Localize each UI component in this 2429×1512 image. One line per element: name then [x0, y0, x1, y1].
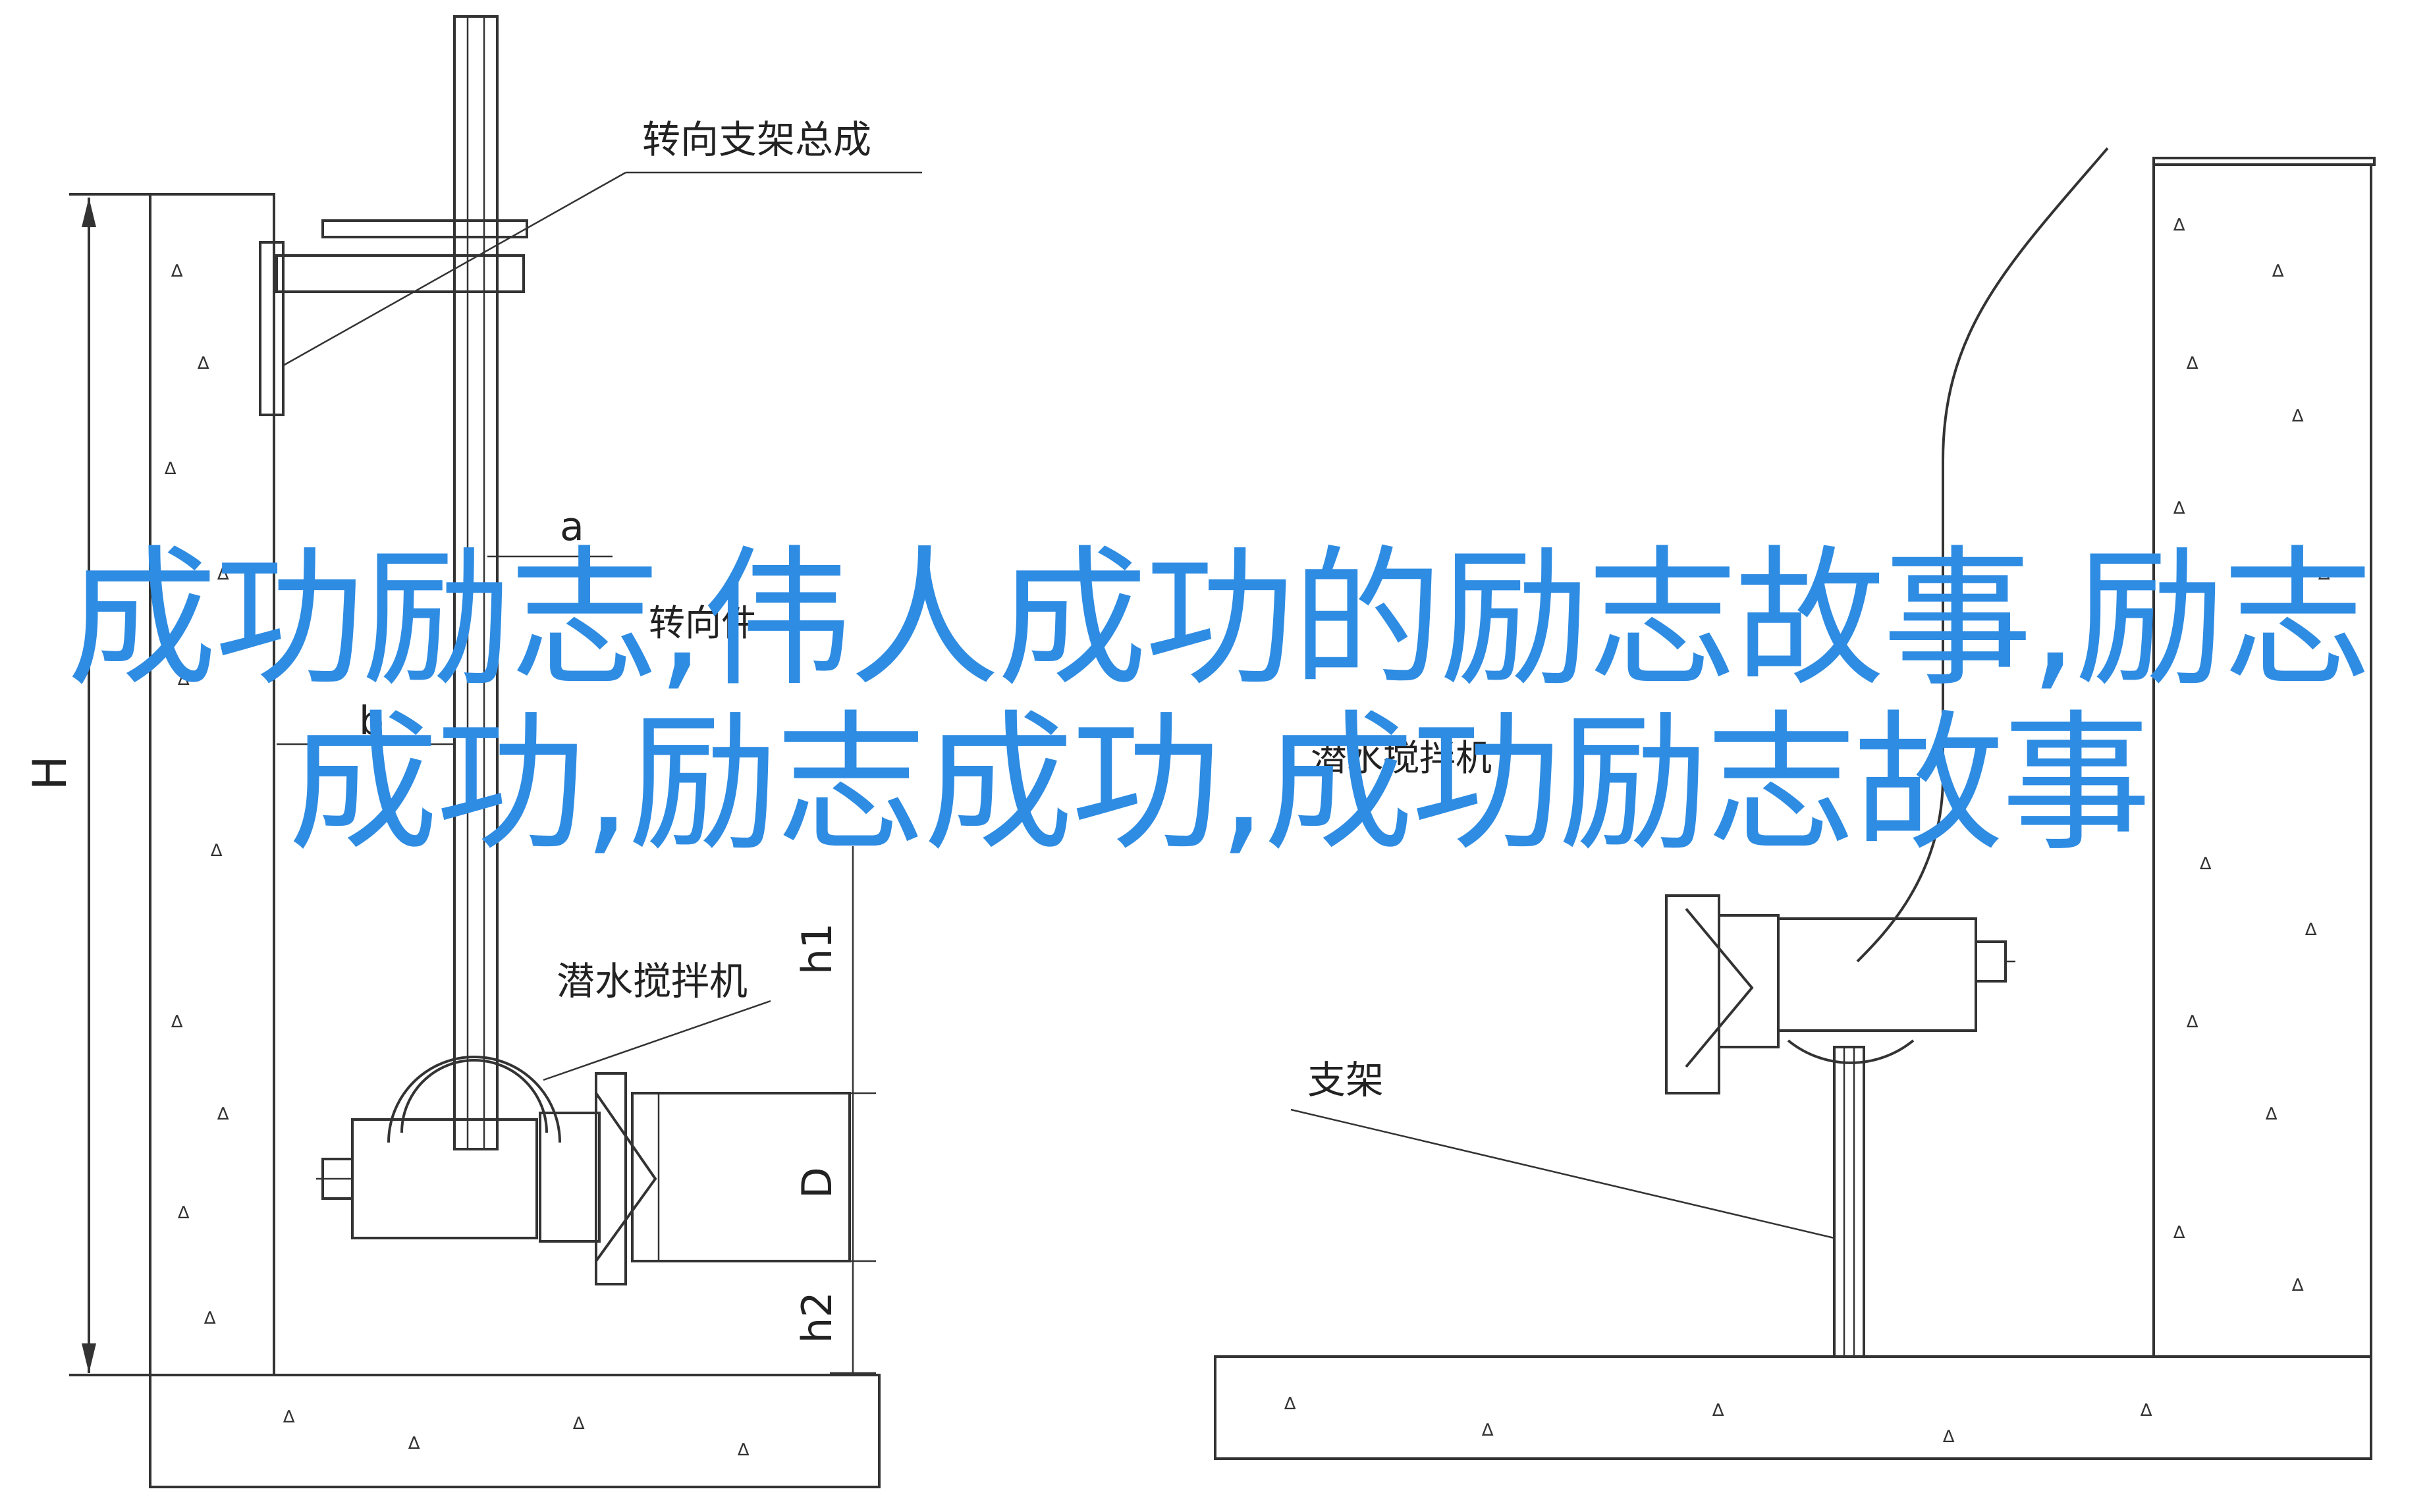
svg-text:∆: ∆ — [283, 1407, 295, 1427]
label-h: H — [23, 755, 77, 790]
svg-text:∆: ∆ — [2173, 499, 2185, 518]
label-h1: h1 — [793, 923, 841, 975]
svg-text:∆: ∆ — [2291, 406, 2304, 426]
svg-text:∆: ∆ — [210, 841, 223, 861]
svg-text:∆: ∆ — [171, 261, 183, 281]
svg-text:∆: ∆ — [1942, 1427, 1955, 1447]
support-callout: 支架 — [1290, 1058, 1835, 1239]
dimension-b: b — [277, 698, 454, 745]
label-steering-bracket: 转向支架总成 — [642, 117, 871, 162]
svg-text:∆: ∆ — [1481, 1420, 1494, 1440]
dimension-column: h1 D h2 — [793, 846, 876, 1374]
left-mixer — [316, 1056, 851, 1285]
svg-text:∆: ∆ — [2140, 1401, 2152, 1420]
svg-text:∆: ∆ — [572, 1414, 585, 1434]
svg-text:∆: ∆ — [171, 1012, 183, 1032]
concrete-texture-left: ∆ ∆ ∆ ∆ ∆ ∆ ∆ ∆ ∆ ∆ ∆ ∆ ∆ ∆ — [164, 261, 750, 1460]
label-mixer-right-partial: 潜水搅拌机 — [1311, 737, 1492, 779]
svg-text:∆: ∆ — [2265, 1104, 2278, 1124]
svg-text:∆: ∆ — [177, 670, 190, 689]
svg-text:∆: ∆ — [2318, 564, 2330, 584]
svg-text:∆: ∆ — [2173, 1223, 2185, 1243]
svg-text:∆: ∆ — [197, 354, 209, 373]
svg-text:∆: ∆ — [164, 459, 177, 479]
label-b: b — [359, 698, 384, 744]
svg-text:∆: ∆ — [1712, 1401, 1724, 1420]
label-support: 支架 — [1307, 1058, 1384, 1102]
dimension-a: a — [487, 504, 613, 558]
label-d: D — [793, 1167, 841, 1199]
svg-text:∆: ∆ — [204, 1309, 216, 1328]
svg-text:∆: ∆ — [2272, 261, 2284, 281]
right-wall — [1214, 157, 2376, 1460]
svg-text:∆: ∆ — [217, 564, 229, 584]
label-mixer-left: 潜水搅拌机 — [557, 959, 748, 1004]
overlay-title: 成功励志,伟人成功的励志故事,励志成功,励志成功,成功励志故事 — [67, 531, 2373, 871]
svg-text:∆: ∆ — [217, 1104, 229, 1124]
svg-text:∆: ∆ — [2199, 854, 2212, 874]
svg-text:∆: ∆ — [2186, 1012, 2198, 1032]
dimension-h: H — [23, 198, 96, 1373]
concrete-texture-right: ∆ ∆ ∆ ∆ ∆ ∆ ∆ ∆ ∆ ∆ ∆ ∆ ∆ ∆ ∆ ∆ ∆ — [1284, 215, 2330, 1447]
svg-text:∆: ∆ — [2173, 215, 2185, 235]
label-steering-partial: 转向件 — [649, 602, 757, 644]
svg-text:∆: ∆ — [737, 1440, 750, 1460]
svg-text:∆: ∆ — [2186, 354, 2198, 373]
svg-text:∆: ∆ — [2291, 1276, 2304, 1295]
svg-text:∆: ∆ — [1284, 1394, 1296, 1414]
left-wall — [69, 193, 881, 1488]
svg-text:∆: ∆ — [2305, 920, 2317, 940]
label-a: a — [560, 504, 584, 550]
mixer-left-callout: 潜水搅拌机 — [543, 959, 771, 1081]
label-h2: h2 — [793, 1291, 841, 1343]
right-mixer — [1665, 894, 2015, 1358]
svg-text:∆: ∆ — [408, 1434, 420, 1453]
steering-bracket-callout: 转向支架总成 — [283, 117, 922, 367]
svg-text:∆: ∆ — [177, 1203, 190, 1223]
